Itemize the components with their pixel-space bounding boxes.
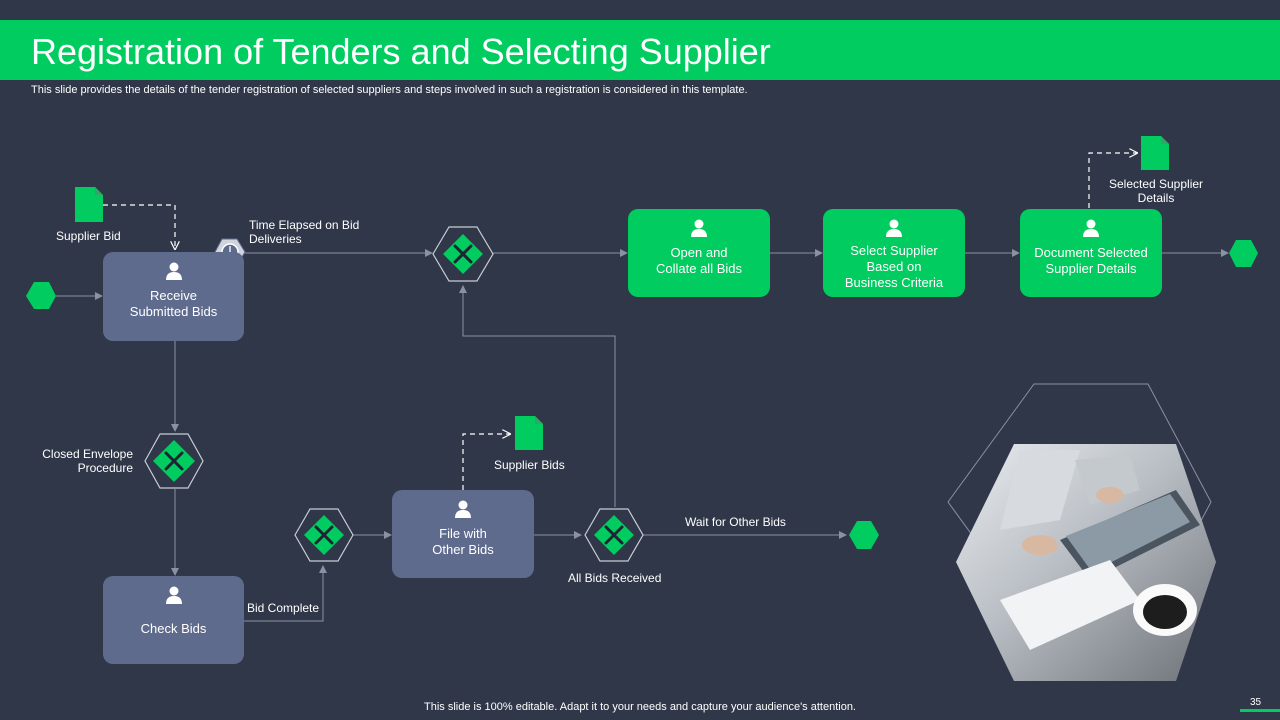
task-open-and-collate-bids[interactable]: Open and Collate all Bids: [628, 209, 770, 297]
person-icon: [886, 219, 902, 237]
task-select-supplier[interactable]: Select Supplier Based on Business Criter…: [823, 209, 965, 297]
wait-end-event-icon: [849, 521, 879, 549]
connector-check-to-gateway: [244, 565, 327, 622]
start-event-icon: [26, 282, 56, 309]
document-icon-supplier-bid: [75, 187, 103, 222]
association-supplier-bids: [462, 434, 510, 490]
page-subtitle: This slide provides the details of the t…: [31, 84, 748, 96]
task-label: Document Selected Supplier Details: [1034, 245, 1148, 276]
document-icon-selected-supplier: [1141, 136, 1169, 170]
association-supplier-bid: [103, 204, 175, 249]
person-icon: [165, 586, 182, 604]
task-label: Receive Submitted Bids: [129, 288, 218, 319]
page-number-underline: [1240, 709, 1280, 712]
exclusive-gateway-icon-all-bids: [584, 508, 644, 562]
exclusive-gateway-icon-bid-complete: [294, 508, 354, 562]
footer-note: This slide is 100% editable. Adapt it to…: [424, 701, 856, 713]
label-supplier-bid: Supplier Bid: [56, 229, 121, 243]
end-event-icon: [1229, 240, 1258, 267]
exclusive-gateway-icon-top: [432, 226, 494, 282]
label-time-elapsed: Time Elapsed on Bid Deliveries: [249, 218, 360, 246]
label-bid-complete: Bid Complete: [247, 601, 320, 615]
task-file-with-other-bids[interactable]: File with Other Bids: [392, 490, 534, 578]
label-selected-supplier-details: Selected Supplier Details: [1108, 177, 1204, 205]
document-icon-supplier-bids: [515, 416, 543, 450]
label-all-bids-received: All Bids Received: [568, 571, 662, 585]
task-check-bids[interactable]: Check Bids: [103, 576, 244, 664]
task-label: Select Supplier Based on Business Criter…: [844, 243, 944, 290]
connectors: [56, 249, 1229, 622]
label-closed-envelope: Closed Envelope Procedure: [42, 447, 133, 475]
association-selected-supplier: [1088, 153, 1137, 208]
exclusive-gateway-icon-closed-envelope: [144, 433, 204, 489]
task-document-supplier-details[interactable]: Document Selected Supplier Details: [1020, 209, 1162, 297]
label-wait-for-other-bids: Wait for Other Bids: [685, 515, 786, 529]
associations: [103, 153, 1137, 490]
task-label: Open and Collate all Bids: [656, 245, 742, 276]
task-label: Check Bids: [140, 621, 207, 636]
person-icon: [455, 500, 471, 518]
business-meeting-photo: [956, 444, 1216, 681]
person-icon: [165, 262, 182, 280]
person-icon: [1083, 219, 1099, 237]
task-label: File with Other Bids: [432, 526, 494, 557]
person-icon: [691, 219, 707, 237]
title-bar: [0, 20, 1280, 80]
page-title: Registration of Tenders and Selecting Su…: [31, 31, 771, 72]
task-receive-submitted-bids[interactable]: Receive Submitted Bids: [103, 252, 244, 341]
connector-all-bids-to-gateway: [459, 285, 616, 507]
page-number: 35: [1250, 697, 1262, 708]
label-supplier-bids: Supplier Bids: [494, 458, 565, 472]
